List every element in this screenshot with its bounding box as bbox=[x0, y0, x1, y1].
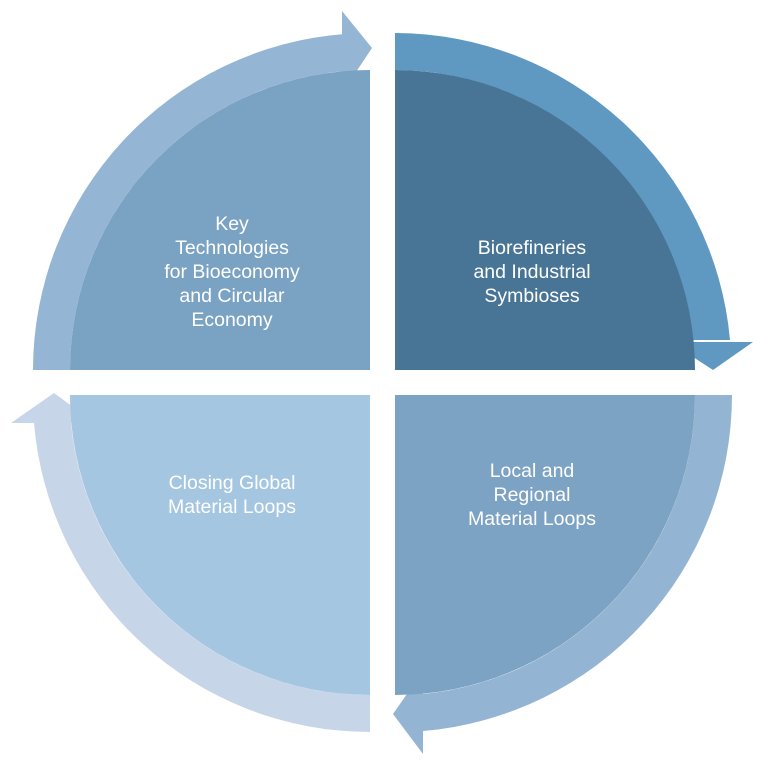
label-line: and Circular bbox=[179, 285, 285, 307]
quadrant-bottom-right bbox=[395, 395, 695, 695]
quadrant-top-right bbox=[395, 70, 695, 370]
label-line: Key bbox=[215, 213, 249, 235]
label-line: for Bioeconomy bbox=[164, 261, 300, 283]
label-line: Technologies bbox=[175, 237, 289, 259]
arrow-top-left-shaft bbox=[33, 34, 345, 370]
quadrant-bottom-left bbox=[70, 395, 370, 695]
label-line: Symbioses bbox=[484, 285, 580, 307]
arrow-bottom-left-shaft bbox=[34, 423, 370, 733]
label-line: Material Loops bbox=[168, 496, 296, 518]
quadrant-top-left bbox=[70, 70, 370, 370]
label-line: and Industrial bbox=[473, 261, 590, 283]
arrow-top-right-shaft bbox=[395, 33, 730, 340]
label-line: Regional bbox=[494, 484, 571, 506]
label-line: Material Loops bbox=[468, 508, 596, 530]
label-line: Biorefineries bbox=[478, 237, 587, 259]
label-line: Closing Global bbox=[169, 472, 296, 494]
label-line: Economy bbox=[191, 309, 273, 331]
arrow-bottom-right-shaft bbox=[423, 395, 733, 731]
label-line: Local and bbox=[490, 460, 575, 482]
